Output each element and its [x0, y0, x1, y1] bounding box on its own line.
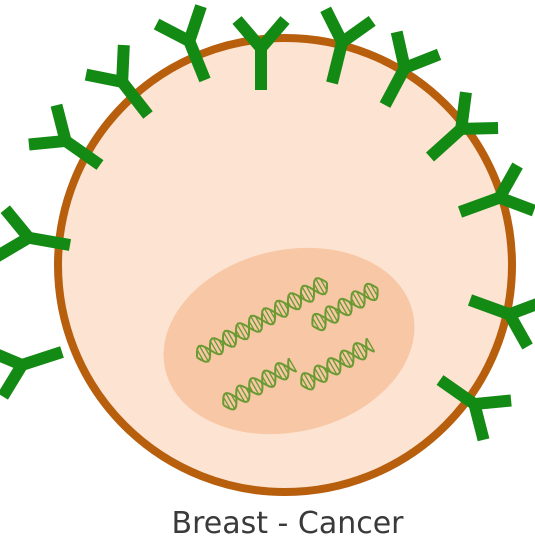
receptor-icon — [0, 329, 69, 396]
diagram-caption: Breast - Cancer — [0, 506, 535, 541]
